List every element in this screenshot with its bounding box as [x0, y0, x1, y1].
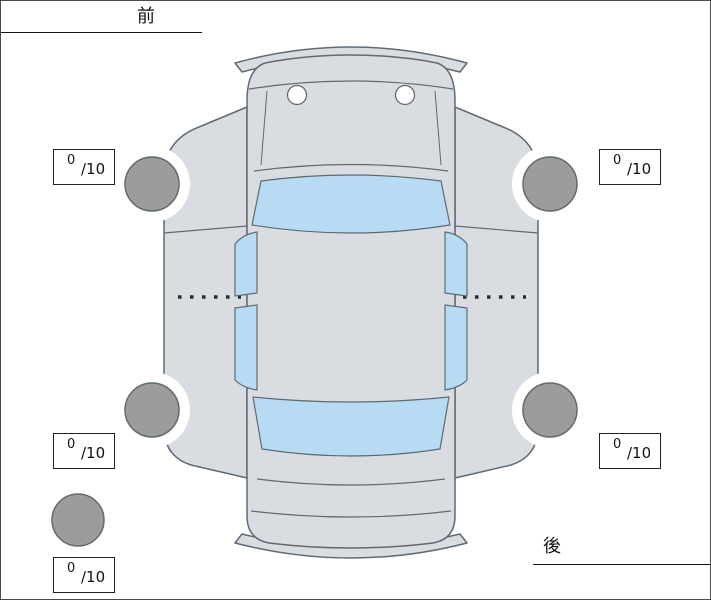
wheels: [114, 146, 588, 448]
trunk-seam: [256, 478, 446, 486]
tire-score-value: 0: [67, 561, 76, 576]
fender-seam-left: [163, 225, 248, 234]
spare-tire[interactable]: [51, 493, 105, 547]
fender-seam-right: [454, 225, 539, 234]
hood-edge-right: [434, 90, 442, 166]
tire-score-max: /10: [627, 444, 652, 462]
tire-score-value: 0: [613, 437, 622, 452]
side-window-rear-left[interactable]: [234, 304, 258, 391]
side-window-rear-right[interactable]: [444, 304, 468, 391]
tire-score-max: /10: [81, 444, 106, 462]
tire-rear-left[interactable]: [124, 382, 180, 438]
car-body[interactable]: [246, 54, 456, 549]
tire-score-box-rear-right[interactable]: 0 /10: [599, 433, 661, 469]
tire-score-max: /10: [627, 160, 652, 178]
tire-score-value: 0: [613, 153, 622, 168]
rear-glass[interactable]: [252, 396, 450, 457]
tire-score-box-front-left[interactable]: 0 /10: [53, 149, 115, 185]
tire-rear-right[interactable]: [522, 382, 578, 438]
tire-score-box-front-right[interactable]: 0 /10: [599, 149, 661, 185]
front-underline: [1, 32, 202, 33]
front-bumper-seam: [248, 80, 454, 90]
front-label: 前: [137, 6, 155, 27]
rear-underline: [533, 564, 710, 565]
windshield-glass[interactable]: [251, 174, 451, 234]
tire-score-value: 0: [67, 437, 76, 452]
tire-score-max: /10: [81, 160, 106, 178]
tire-score-box-rear-left[interactable]: 0 /10: [53, 433, 115, 469]
hood-detail-left: [286, 84, 308, 106]
side-window-front-left[interactable]: [234, 231, 258, 297]
rear-bumper-seam: [250, 510, 452, 518]
tire-front-left[interactable]: [124, 156, 180, 212]
tire-score-value: 0: [67, 153, 76, 168]
rear-label: 後: [543, 536, 561, 557]
tire-score-box-spare[interactable]: 0 /10: [53, 557, 115, 593]
side-window-front-right[interactable]: [444, 231, 468, 297]
tire-score-max: /10: [81, 568, 106, 586]
tire-front-right[interactable]: [522, 156, 578, 212]
hood-edge-left: [260, 90, 268, 166]
hood-detail-right: [394, 84, 416, 106]
cowl-line: [253, 163, 449, 172]
